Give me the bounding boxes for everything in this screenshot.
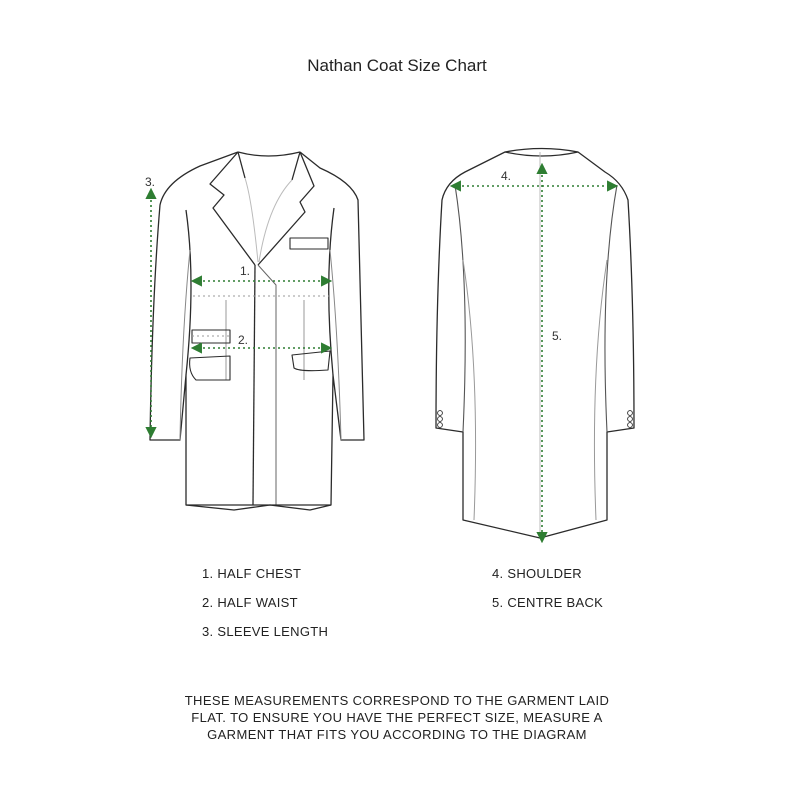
sleeve-buttons-right bbox=[627, 410, 633, 428]
lapel-left bbox=[209, 151, 256, 266]
note-line-3: GARMENT THAT FITS YOU ACCORDING TO THE D… bbox=[207, 727, 587, 742]
measurement-note: THESE MEASUREMENTS CORRESPOND TO THE GAR… bbox=[150, 692, 644, 743]
legend-item-centre-back: 5. CENTRE BACK bbox=[492, 595, 604, 610]
coat-back-view bbox=[435, 147, 635, 539]
legend-item-half-waist: 2. HALF WAIST bbox=[202, 595, 298, 610]
chest-pocket bbox=[289, 237, 329, 250]
measure-label-2: 2. bbox=[238, 333, 248, 347]
coat-front-view bbox=[149, 151, 365, 511]
legend-left: 1. HALF CHEST 2. HALF WAIST 3. SLEEVE LE… bbox=[202, 566, 328, 639]
measure-label-5: 5. bbox=[552, 329, 562, 343]
legend-right: 4. SHOULDER 5. CENTRE BACK bbox=[492, 566, 603, 610]
measure-label-1: 1. bbox=[240, 264, 250, 278]
measure-label-3: 3. bbox=[145, 175, 155, 189]
page-title: Nathan Coat Size Chart bbox=[307, 56, 487, 75]
coat-front-outline bbox=[149, 151, 365, 511]
note-line-2: FLAT. TO ENSURE YOU HAVE THE PERFECT SIZ… bbox=[191, 710, 603, 725]
legend-item-sleeve-length: 3. SLEEVE LENGTH bbox=[202, 624, 329, 639]
coat-back-outline bbox=[435, 147, 635, 539]
sleeve-buttons-left bbox=[437, 410, 443, 428]
legend-item-shoulder: 4. SHOULDER bbox=[492, 566, 582, 581]
side-pocket-left-lower bbox=[189, 355, 231, 381]
lapel-right bbox=[257, 151, 315, 266]
measure-label-4: 4. bbox=[501, 169, 511, 183]
side-pocket-right bbox=[291, 350, 331, 372]
note-line-1: THESE MEASUREMENTS CORRESPOND TO THE GAR… bbox=[184, 693, 610, 708]
legend-item-half-chest: 1. HALF CHEST bbox=[202, 566, 302, 581]
